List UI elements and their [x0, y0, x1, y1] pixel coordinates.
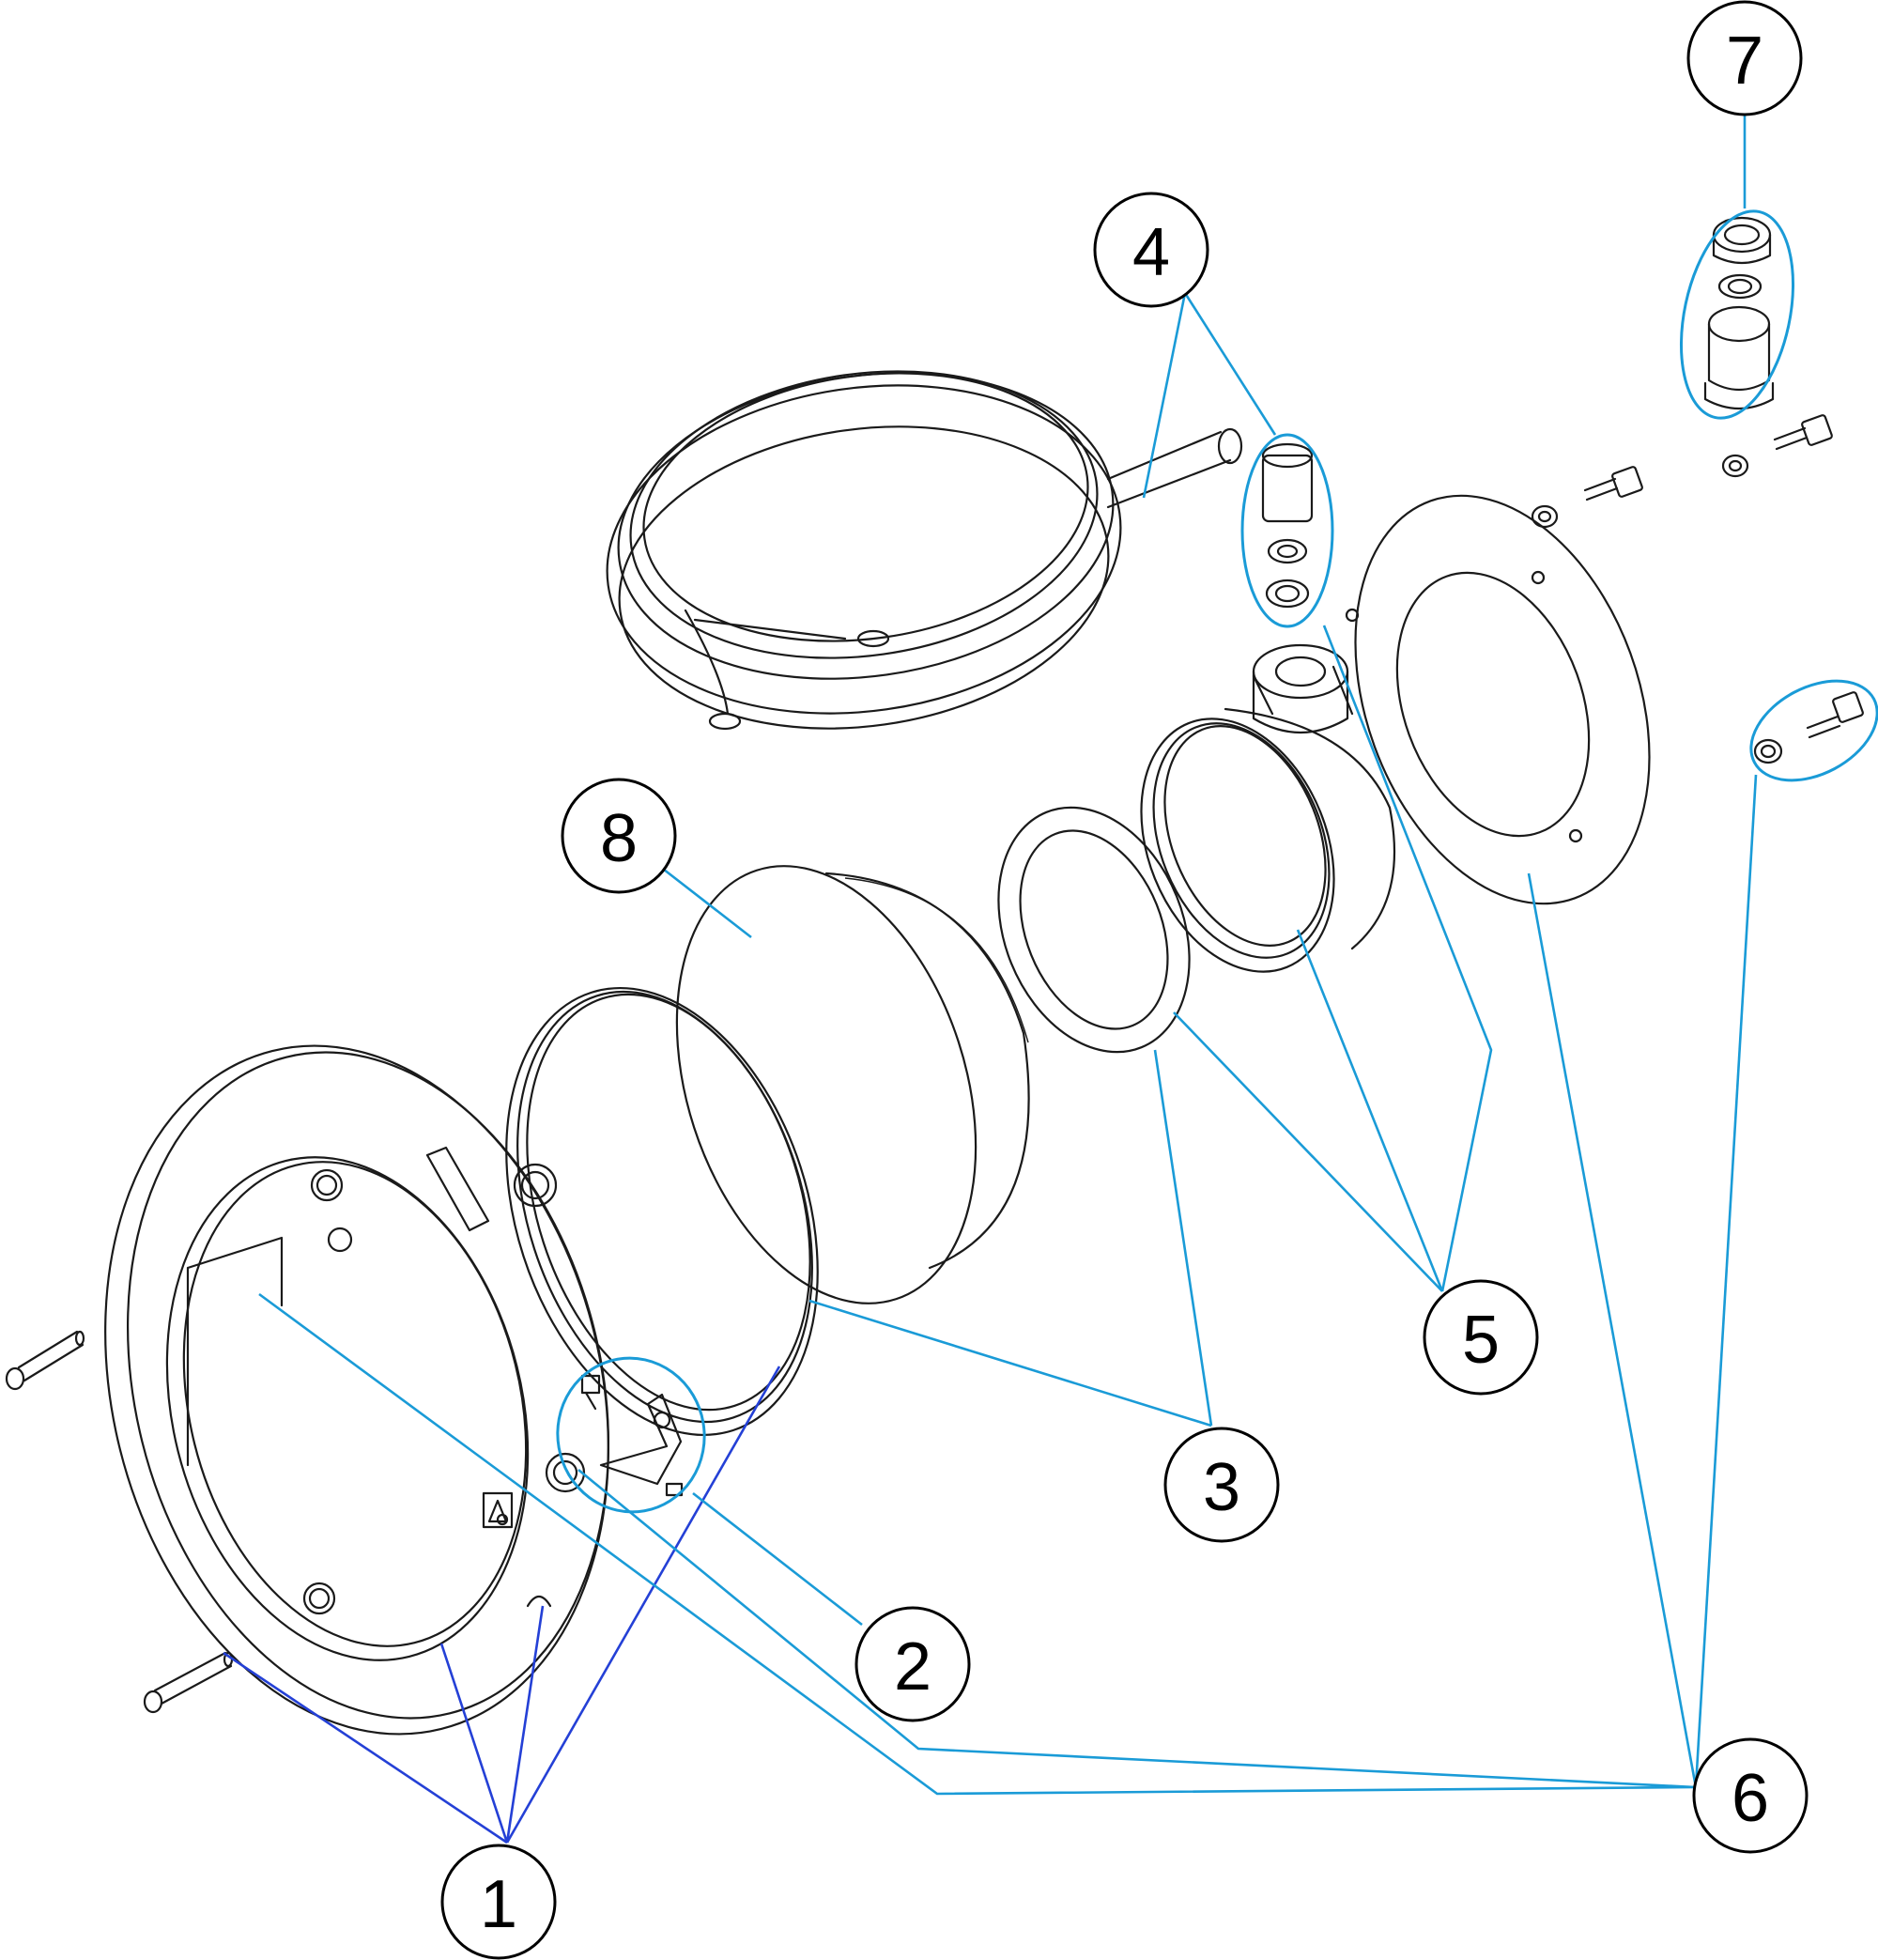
group-ring-gland-kit — [1679, 209, 1795, 420]
group-ring-bolt-washer — [1749, 679, 1878, 782]
svg-text:5: 5 — [1462, 1303, 1500, 1378]
callout-3: 3 — [1163, 1427, 1280, 1543]
front-flange — [104, 1044, 610, 1736]
gland-kit — [1703, 216, 1775, 409]
callout-1: 1 — [440, 1844, 557, 1960]
svg-text:8: 8 — [600, 801, 638, 876]
bracket-parts — [580, 1374, 684, 1497]
callout-4: 4 — [1093, 192, 1209, 308]
screw-left-bottom — [143, 1651, 234, 1714]
bolt-top-right-b — [1721, 414, 1833, 478]
svg-text:7: 7 — [1726, 23, 1763, 99]
callout-5: 5 — [1423, 1279, 1539, 1396]
svg-text:3: 3 — [1203, 1450, 1240, 1525]
cable-coil — [606, 370, 1243, 731]
bolt-top-right-a — [1531, 466, 1643, 529]
group-ring-gland-set — [1240, 433, 1334, 628]
group-ring-bracket — [556, 1356, 706, 1514]
leaders — [223, 115, 1758, 1844]
cable-gland-set — [1261, 442, 1314, 609]
svg-text:4: 4 — [1132, 215, 1170, 290]
screw-left-top — [5, 1330, 85, 1391]
callout-7: 7 — [1686, 0, 1803, 116]
o-ring — [997, 806, 1191, 1054]
svg-text:6: 6 — [1732, 1761, 1769, 1836]
callout-2: 2 — [854, 1606, 971, 1722]
svg-text:1: 1 — [480, 1867, 517, 1942]
callout-6: 6 — [1692, 1737, 1809, 1854]
lamp-housing — [1140, 643, 1395, 973]
gasket-ring — [505, 987, 819, 1493]
rear-flange — [1345, 494, 1651, 905]
bolt-washer-set — [1753, 691, 1864, 764]
lens — [675, 865, 1030, 1304]
callout-8: 8 — [561, 778, 677, 894]
svg-text:2: 2 — [894, 1629, 931, 1705]
